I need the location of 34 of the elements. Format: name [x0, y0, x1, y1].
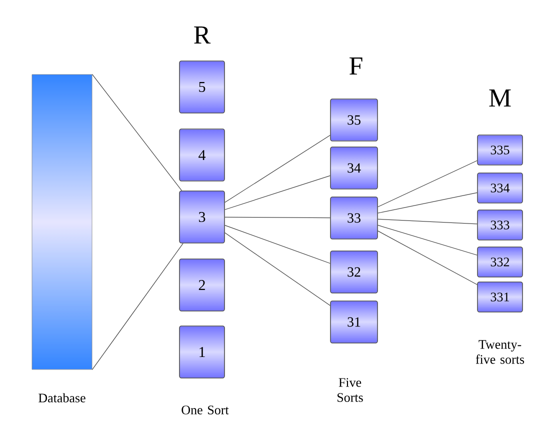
number-box: 3	[179, 190, 225, 244]
connector-line	[224, 216, 330, 218]
number-box: 35	[330, 98, 378, 142]
number-box: 2	[179, 258, 225, 312]
number-box: 31	[330, 300, 378, 344]
column-heading: M	[489, 89, 511, 107]
connector-line	[224, 224, 330, 264]
number-box: 33	[330, 196, 378, 240]
number-box: 5	[179, 60, 225, 114]
column-heading: F	[350, 57, 362, 75]
connector-line	[378, 218, 478, 224]
caption: Twenty-five sorts	[476, 340, 524, 364]
number-box: 1	[179, 326, 225, 378]
number-box: 32	[330, 250, 378, 294]
connector-line	[224, 134, 330, 203]
node-label: Database	[38, 393, 86, 402]
connector-line	[224, 175, 330, 210]
number-box: 335	[477, 134, 523, 166]
connector-line	[378, 224, 478, 256]
connector-line	[92, 243, 184, 370]
connector-line	[378, 192, 478, 214]
connector-line	[378, 230, 478, 285]
caption: Five Sorts	[338, 378, 363, 402]
connector-line	[92, 74, 182, 191]
number-box: 34	[330, 146, 378, 190]
number-box: 334	[477, 172, 523, 204]
number-box: 333	[477, 210, 523, 240]
database-bar	[32, 74, 92, 370]
connector-line	[378, 160, 478, 208]
connector-line	[224, 232, 330, 306]
caption: One Sort	[182, 406, 229, 414]
number-box: 4	[179, 128, 225, 182]
number-box: 332	[477, 246, 523, 278]
number-box: 331	[477, 282, 523, 312]
